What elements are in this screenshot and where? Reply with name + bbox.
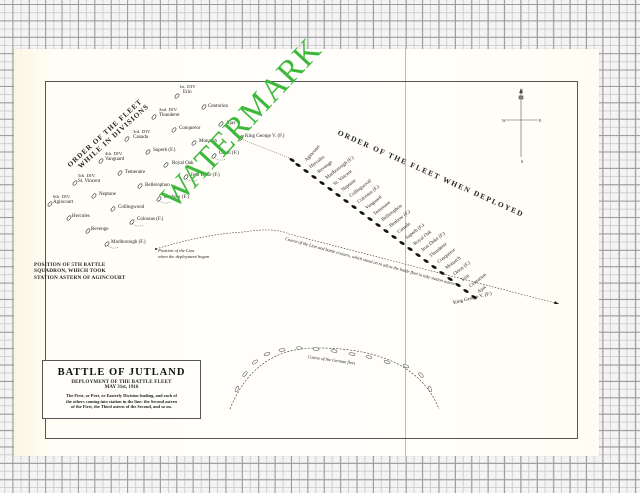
lion-position-marker	[155, 248, 157, 250]
div3-label: 3rd. DIV.	[133, 129, 152, 134]
div5-label: 5th. DIV.	[78, 173, 96, 178]
ship-agincourt: Agincourt	[53, 200, 74, 205]
map-sheet: BATTLE OF JUTLAND DEPLOYMENT OF THE BATT…	[14, 32, 599, 456]
ship-st-vincent: St. Vincent	[78, 179, 101, 184]
ship-ajax: Ajax	[226, 121, 236, 126]
ship-centurion: Centurion	[208, 104, 228, 109]
compass-w: W	[502, 118, 506, 123]
compass-rose-icon	[506, 88, 538, 157]
ship-collingwood: Collingwood	[118, 205, 145, 210]
ship-hercules: Hercules	[72, 214, 90, 219]
fifth-squadron-note: POSITION OF 5TH BATTLE SQUADRON, WHICH T…	[34, 262, 126, 281]
div6-label: 6th. DIV.	[53, 194, 71, 199]
ship-iron-duke: Iron Duke (F.)	[191, 173, 220, 178]
ship-temeraire: Temeraire	[125, 170, 146, 175]
map-date: MAY 31st, 1916	[104, 385, 139, 390]
div1-label: 1st. DIV.	[179, 84, 197, 89]
title-box: BATTLE OF JUTLAND DEPLOYMENT OF THE BATT…	[42, 360, 201, 419]
compass-e: E	[539, 118, 542, 123]
ship-neptune: Neptune	[99, 192, 116, 197]
turn-paths	[106, 138, 293, 249]
ship-benbow: Benbow (F.)	[164, 195, 189, 200]
fold-line	[405, 49, 406, 456]
lion-course-path	[155, 229, 560, 305]
lion-position-note: Position of the Lion when the deployment…	[158, 248, 210, 259]
ship-superb: Superb (F.)	[153, 148, 176, 153]
map-description: The First, or Port, or Easterly Division…	[66, 393, 177, 410]
map-subtitle: DEPLOYMENT OF THE BATTLE FLEET	[71, 380, 172, 385]
ship-royal-oak: Royal Oak	[172, 161, 194, 166]
ship-conqueror: Conqueror	[179, 126, 201, 131]
ship-bellerophon: Bellerophon	[145, 183, 170, 188]
german-ship-icons	[235, 346, 432, 393]
ship-revenge: Revenge	[91, 227, 109, 232]
deployed-ship-icons	[289, 158, 477, 299]
div4-label: 4th. DIV.	[105, 151, 123, 156]
compass-s: S	[521, 159, 524, 164]
ship-colossus: Colossus (F.)	[137, 217, 164, 222]
german-course-path	[229, 347, 440, 410]
div2-label: 2nd. DIV.	[159, 107, 178, 112]
ship-orion: Orion (F.)	[219, 151, 239, 156]
map-frame	[45, 81, 578, 439]
ship-icons	[47, 93, 244, 247]
ship-canada: Canada	[133, 135, 148, 140]
ship-monarch: Monarch	[199, 139, 218, 144]
map-graphics	[47, 88, 560, 410]
ship-marlborough: Marlborough (F.)	[111, 240, 146, 245]
ship-erin: Erin	[183, 90, 192, 95]
ship-vanguard: Vanguard	[105, 157, 125, 162]
ship-kgv: King George V. (F.)	[245, 134, 285, 139]
map-title: BATTLE OF JUTLAND	[57, 367, 186, 378]
ship-thunderer: Thunderer	[159, 113, 180, 118]
